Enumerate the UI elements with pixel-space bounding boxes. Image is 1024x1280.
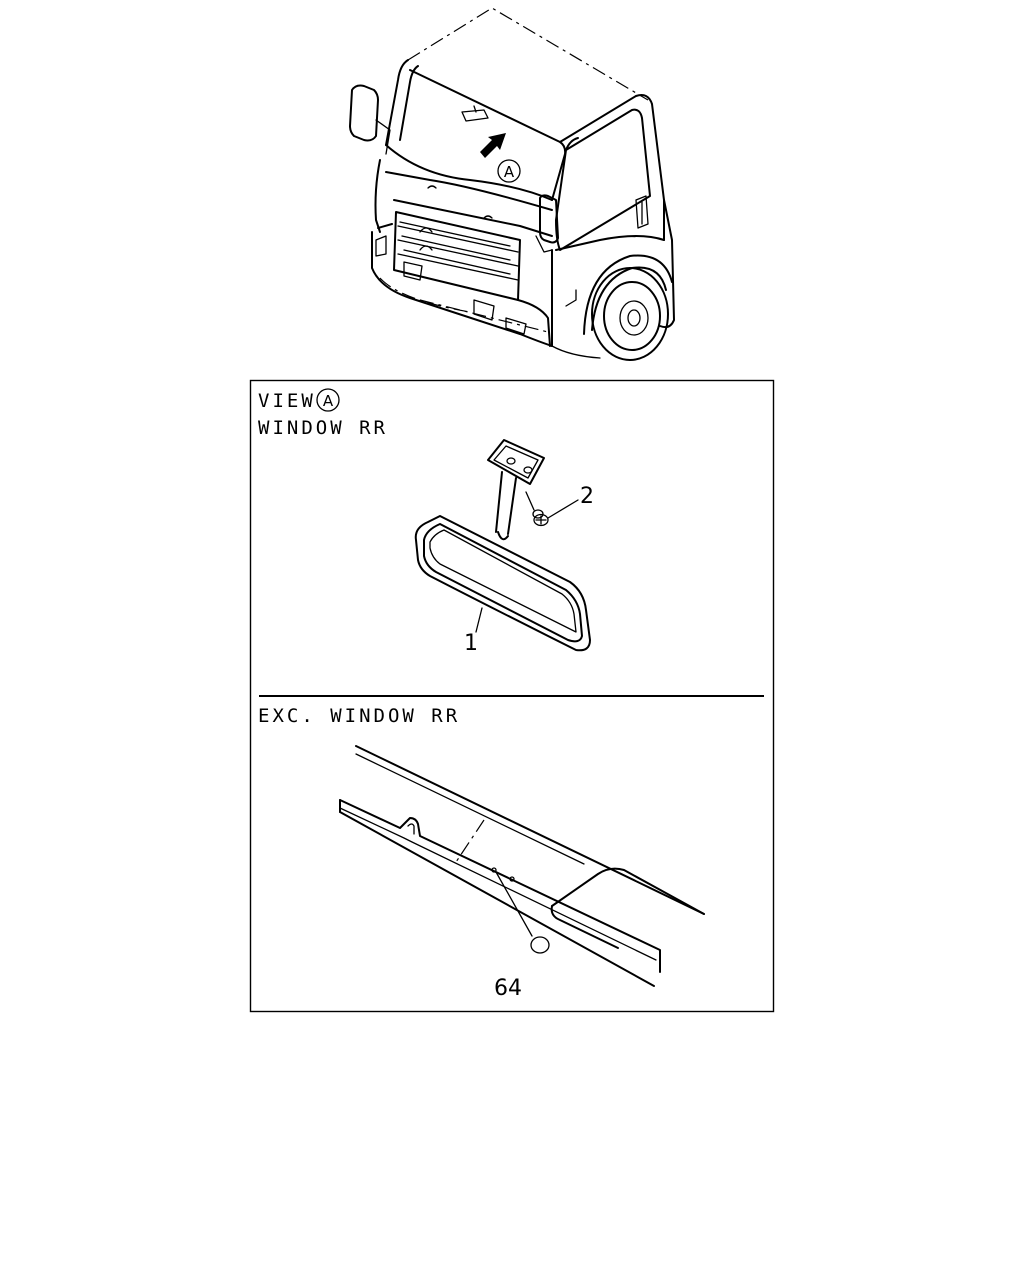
section-exc-window-rr-title: EXC. WINDOW RR [258,705,460,727]
truck-cab-illustration: A [349,7,675,361]
hole-plug [495,871,550,954]
roof-header-panel [339,745,705,987]
view-label: VIEW [258,390,316,412]
rear-view-mirror [414,439,591,652]
callout-screw-number: 2 [580,484,594,509]
overview-view-marker: A [504,163,515,181]
callout-plug-number: 64 [494,976,522,1001]
detail-panel: VIEW A WINDOW RR [249,379,775,1013]
mounting-screw [525,491,549,527]
section-window-rr-title: WINDOW RR [258,417,388,439]
callout-mirror-number: 1 [464,631,478,656]
panel-view-marker: A [323,392,334,410]
